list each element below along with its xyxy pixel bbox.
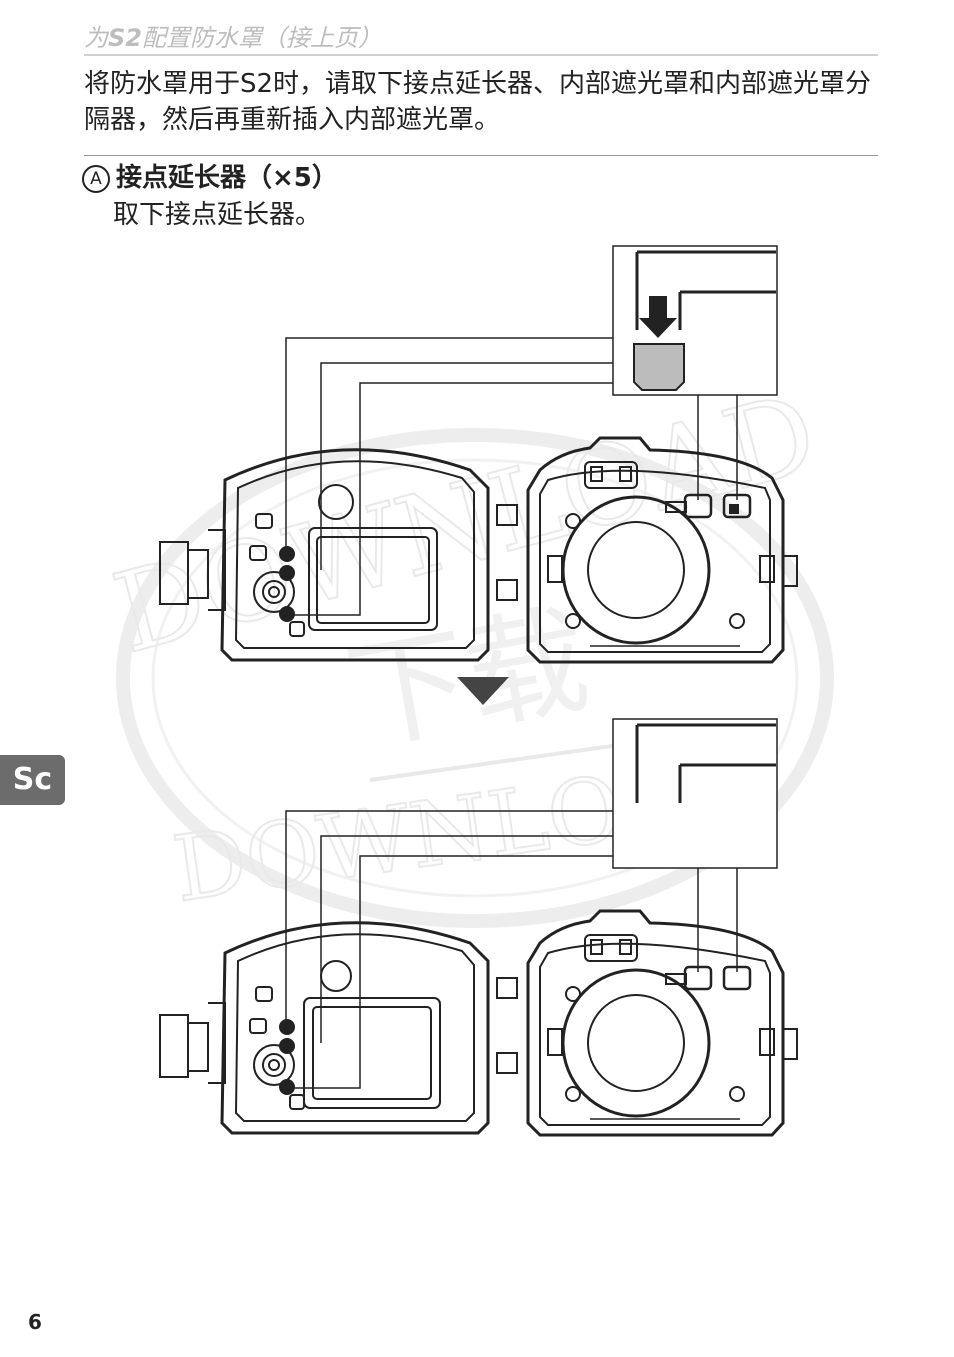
down-arrow — [457, 677, 509, 705]
running-header-text: 为S2配置防水罩（接上页） — [84, 24, 382, 52]
intro-paragraph: 将防水罩用于S2时，请取下接点延长器、内部遮光罩和内部遮光罩分隔器，然后再重新插… — [84, 69, 872, 135]
housing-back-left — [159, 448, 490, 662]
page-number: 6 — [28, 1310, 42, 1334]
housing-back-left — [159, 921, 490, 1135]
callout-marker: A — [82, 165, 110, 193]
hinge — [496, 977, 518, 1074]
section-body: 取下接点延长器。 — [113, 200, 322, 230]
housing-before — [159, 245, 798, 664]
running-header: 为S2配置防水罩（接上页） — [84, 22, 878, 56]
language-tab: Sc — [0, 755, 65, 805]
quantity: ×5 — [272, 163, 312, 193]
housing-front-right — [526, 436, 798, 664]
detail-inset — [612, 245, 778, 396]
hinge — [496, 504, 518, 601]
section-divider — [84, 155, 878, 156]
housing-front-right — [526, 909, 798, 1137]
detail-inset — [612, 718, 778, 869]
housing-after — [159, 718, 798, 1137]
